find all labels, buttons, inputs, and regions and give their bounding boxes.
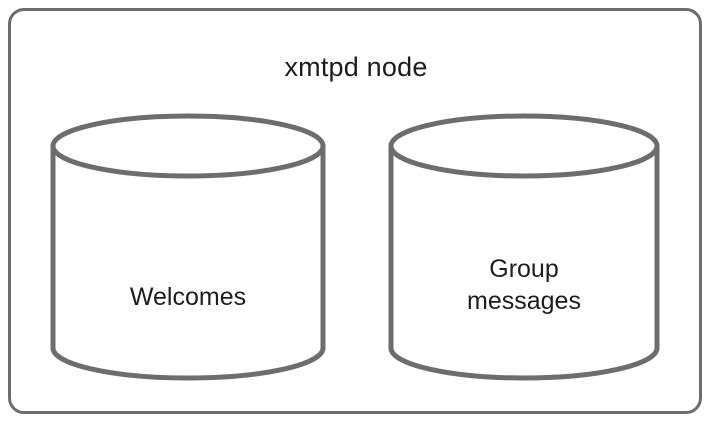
datastore-group-messages: Group messages [386, 113, 662, 381]
datastore-welcomes-label: Welcomes [129, 283, 247, 311]
cylinder-shape-icon [50, 113, 326, 381]
datastore-group-messages-label-line1: Group [489, 255, 559, 283]
cylinder-shape-icon [388, 113, 660, 381]
datastore-welcomes: Welcomes [48, 113, 328, 381]
xmtpd-node-container [8, 8, 702, 414]
node-title: xmtpd node [284, 52, 428, 82]
datastore-group-messages-label-line2: messages [467, 287, 581, 315]
